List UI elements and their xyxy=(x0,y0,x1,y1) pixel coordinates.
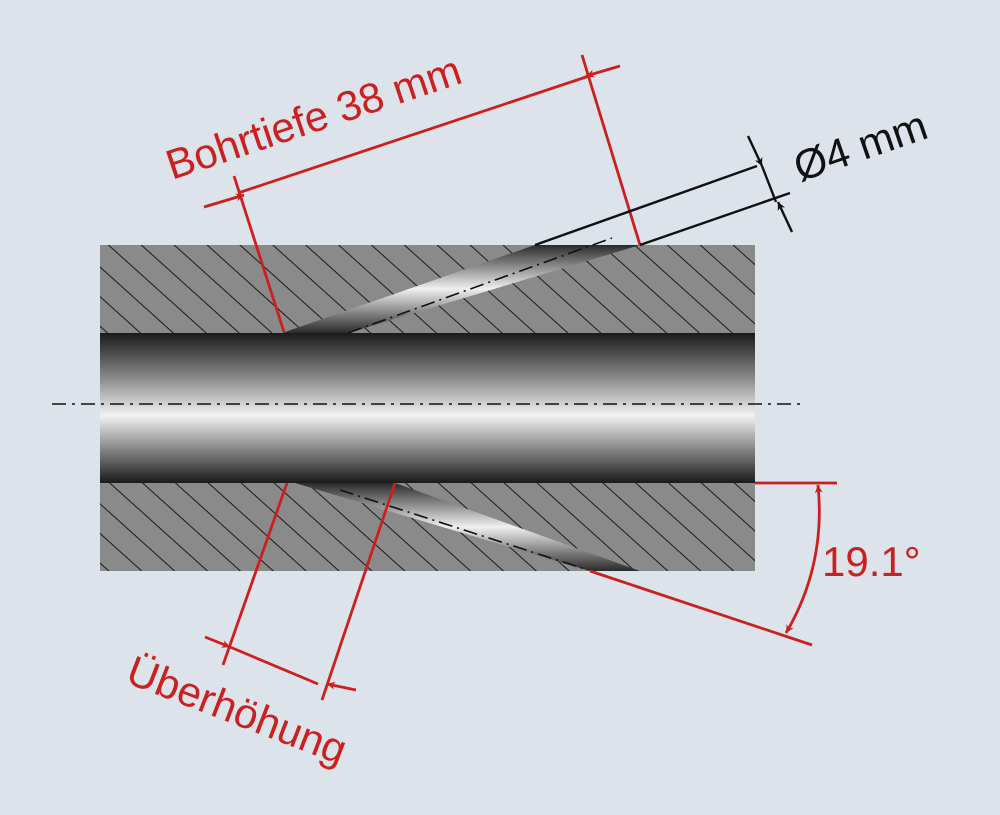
angle-label: 19.1° xyxy=(822,538,921,585)
lower-inclined-hole xyxy=(295,483,640,571)
angle-dimension xyxy=(589,481,837,647)
drill-depth-dimension xyxy=(203,54,642,333)
overshoot-label: Überhöhung xyxy=(121,647,354,774)
upper-inclined-hole xyxy=(282,237,640,334)
overshoot-dimension xyxy=(204,482,397,701)
diameter-label: Ø4 mm xyxy=(788,101,933,190)
main-bore xyxy=(100,333,755,483)
diameter-dimension xyxy=(534,135,794,247)
